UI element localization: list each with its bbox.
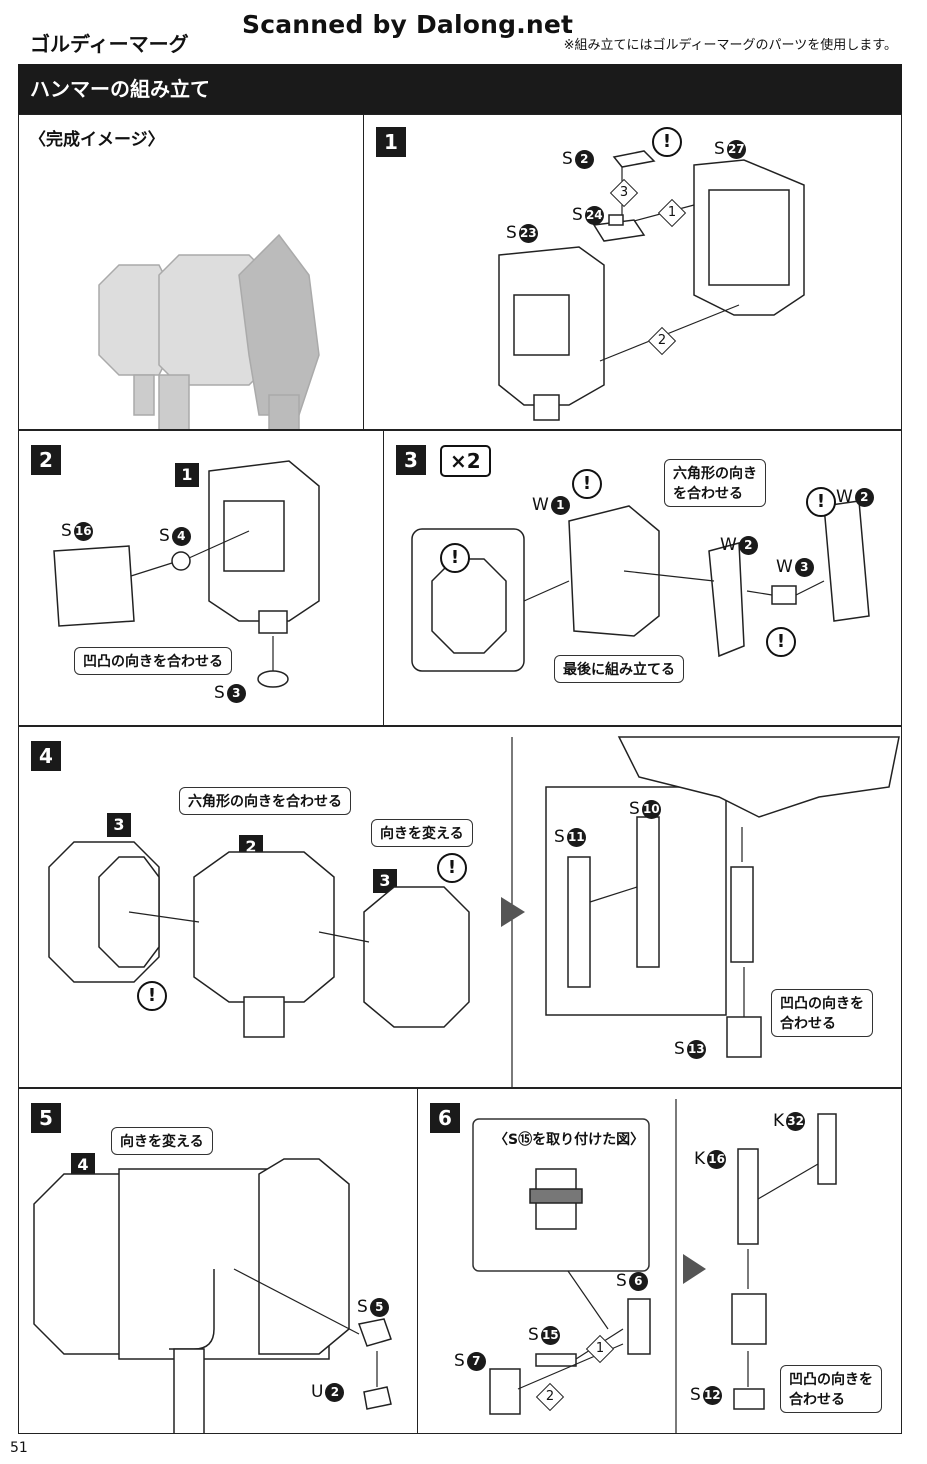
- callout: 向きを変える: [371, 819, 473, 847]
- next-arrow-icon: [683, 1254, 706, 1284]
- section-bar: ハンマーの組み立て: [18, 64, 902, 114]
- warning-icon: !: [437, 853, 467, 883]
- step-2-badge: 2: [31, 445, 61, 475]
- multiplier-badge: ×2: [440, 445, 491, 477]
- step-1-badge: 1: [376, 127, 406, 157]
- callout: 凹凸の向きを合わせる: [74, 647, 232, 675]
- callout: 凹凸の向きを 合わせる: [771, 989, 873, 1037]
- preview-title: 〈完成イメージ〉: [29, 130, 165, 150]
- step-2-illustration: [53, 460, 320, 688]
- sub-title: 〈S⑮を取り付けた図〉: [494, 1132, 645, 1148]
- step-1-illustration: [498, 150, 805, 421]
- warning-icon: !: [137, 981, 167, 1011]
- callout: 六角形の向きを合わせる: [179, 787, 351, 815]
- warning-icon: !: [806, 487, 836, 517]
- step-3-badge: 3: [396, 445, 426, 475]
- callout: 向きを変える: [111, 1127, 213, 1155]
- usage-note: ※組み立てにはゴルディーマーグのパーツを使用します。: [563, 38, 897, 53]
- callout: 最後に組み立てる: [554, 655, 684, 683]
- step-4-badge: 4: [31, 741, 61, 771]
- callout: 六角形の向き を合わせる: [664, 459, 766, 507]
- warning-icon: !: [766, 627, 796, 657]
- page-title: ゴルディーマーグ: [30, 32, 189, 56]
- ref-step-badge: 4: [71, 1153, 95, 1177]
- step-4-illustration: [48, 736, 900, 1087]
- next-arrow-icon: [501, 897, 525, 927]
- preview-illustration: [98, 233, 320, 429]
- warning-icon: !: [652, 127, 682, 157]
- ref-step-badge: 3: [107, 813, 131, 837]
- step-6-badge: 6: [430, 1103, 460, 1133]
- step-6-illustration: [472, 1099, 837, 1433]
- warning-icon: !: [572, 469, 602, 499]
- step-5-badge: 5: [31, 1103, 61, 1133]
- page-number: 51: [10, 1440, 28, 1456]
- scanner-watermark: Scanned by Dalong.net: [242, 10, 574, 39]
- callout: 凹凸の向きを 合わせる: [780, 1365, 882, 1413]
- step-3-illustration: [411, 500, 870, 672]
- ref-step-badge: 1: [175, 463, 199, 487]
- warning-icon: !: [440, 543, 470, 573]
- step-5-illustration: [33, 1158, 392, 1433]
- preview-panel: 〈完成イメージ〉: [18, 114, 364, 430]
